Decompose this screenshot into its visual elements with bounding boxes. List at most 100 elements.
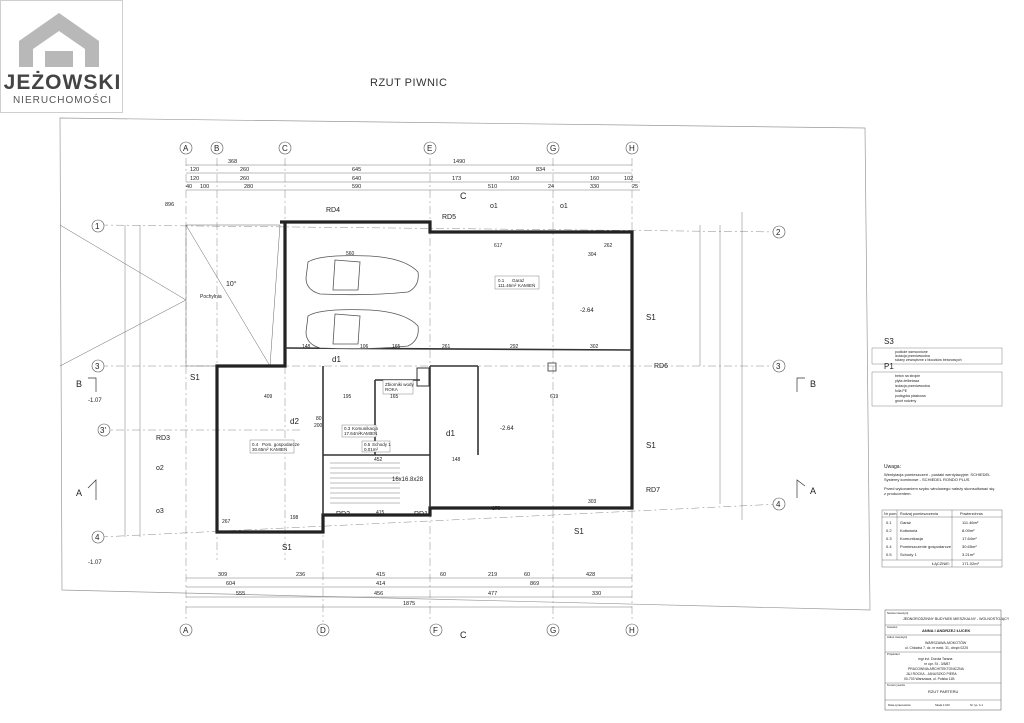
legend-line: płyta żelbetowa [895,379,919,383]
dim-label: 262 [604,243,613,249]
room-type: KAMIEŃ [270,446,287,452]
drawing-title: RZUT PIWNIC [370,77,448,89]
dim-label: 896 [165,202,174,208]
bottom-dimensions: 309 236 415 60 219 60 428 604 414 869 55… [218,572,601,607]
legend-line: izolacja przeciwwodna [895,384,930,388]
axis-bubbles-bottom: A D F G H [179,623,639,637]
dim-label: 292 [510,344,519,350]
table-cell: Pomieszczenie gospodarcze [900,544,952,549]
dim-label: 414 [376,581,385,587]
axis-label: A [183,626,189,635]
legend-line: grunt rodzimy [895,399,916,403]
tb-author: J&J ROCKA - JANUSZKO PIERA [906,672,957,676]
axis-label: 4 [776,500,781,509]
stairs-label: 16x16.8x28 [392,477,424,483]
inner-walls [284,347,633,515]
level-marker: -2.64 [500,426,514,432]
room-area: 0.01m² [364,447,379,452]
wall-type: S1 [574,527,584,536]
axis-label: E [427,144,432,153]
axis-label: G [550,144,556,153]
axis-label: F [433,626,438,635]
room-name: Schody 1 [372,442,391,447]
axis-label: B [214,144,219,153]
table-cell: Garaż [900,520,911,525]
legend-line: folia PE [895,389,908,393]
tb-footer: Nr rys. A.1 [970,703,983,707]
dim-label: 102 [624,176,633,182]
dim-label: 165 [392,344,401,350]
dim-label: 645 [352,167,361,173]
table-cell: 111.46m² [962,520,979,525]
dim-label: 330 [590,184,599,190]
room-area: 30.65m² [252,447,269,452]
level-marker: -1.07 [88,560,102,566]
tb-investor: ANNA I ANDRZEJ ŁUCEK [922,628,970,633]
section-marks: B B A A C C [76,191,816,640]
table-cell: 0.1 [886,520,892,525]
table-cell: Kotłownia [900,528,918,533]
legend-s3: S3 podłoże wzmocnione izolacja przeciwwo… [871,337,1003,365]
top-dimensions: 368 1490 120 260 645 834 120 260 640 173… [165,159,638,208]
dim-label: 477 [488,591,497,597]
table-cell: 0.3 [886,536,892,541]
tb-address: ul. Chłodna 7, dz. nr ewid. 31, obręb 02… [905,646,968,650]
tb-author: PRACOWNIA ARCHITEKTONICZNA [908,667,965,671]
tb-author: nr upr. St - 3/8/87 [924,662,950,666]
dim-label: 120 [190,176,199,182]
section-mark: B [810,379,816,389]
dim-label: 173 [452,176,461,182]
sheet-outline [59,117,871,611]
axis-label: H [629,626,635,635]
dim-label: 100 [200,184,209,190]
tb-label: Nazwa inwestycji [887,611,909,615]
tb-label: Inwestor [887,625,898,629]
dim-label: 160 [510,176,519,182]
dim-label: 170 [492,506,501,512]
ramp-label: Pochylnia [200,294,222,300]
area-table: Nr pom. Rodzaj pomieszczenia Powierzchni… [881,509,1003,568]
window-marker: o1 [490,203,498,210]
ramp: 10° Pochylnia [59,224,281,367]
dim-label: 415 [376,572,385,578]
notes: Uwaga: Wentylacja pomieszczeń - pustaki … [884,464,995,496]
room-labels: 0.1 Garaż 111.46m² KAMIEŃ 0.4 Pom. gospo… [249,275,540,454]
section-mark: C [460,630,467,640]
dim-label: 617 [494,243,503,249]
axis-label: 2 [776,228,781,237]
table-cell: 3.21m² [962,552,975,557]
dim-label: 260 [240,176,249,182]
wall-type: S1 [646,313,656,322]
axis-bubbles-top: A B C E G H [179,141,639,155]
stairs: 16x16.8x28 [330,462,424,504]
right-dimension-lines [124,212,743,537]
room-area: 17.64m² [344,431,361,436]
logo-subtitle: NIERUCHOMOŚCI [12,95,113,106]
dim-label: 60 [440,572,446,578]
wall-marker: RD7 [646,487,660,494]
dim-label: 106 [360,344,369,350]
wall-type: S1 [646,441,656,450]
tb-sheet: RZUT PARTERU [928,689,959,694]
dim-label: 1875 [403,601,415,607]
wall-marker: RD1 [414,511,428,518]
window-marker: o2 [156,465,164,472]
tb-author: 00-703 Warszawa, ul. Polska 11B [904,677,955,681]
table-header: Powierzchnia [960,512,983,516]
legend-line: podsypka piaskowa [895,394,926,398]
legend-title: P1 [884,362,894,371]
table-total-value: 171.02m² [962,561,980,566]
room-id: 0.3 [344,426,351,431]
axis-label: 3' [100,426,106,435]
dim-label: 280 [244,184,253,190]
room-name: Zbiorniki wody [385,382,415,387]
axis-bubbles-sides: 1 3 3' 4 2 3 4 [91,219,786,544]
wall-type: S1 [190,373,200,382]
axis-label: A [183,144,189,153]
dim-label: 368 [228,159,237,165]
section-mark: B [76,379,82,389]
dim-label: 80 [316,416,322,422]
dim-label: 160 [590,176,599,182]
dim-label: 834 [536,167,545,173]
